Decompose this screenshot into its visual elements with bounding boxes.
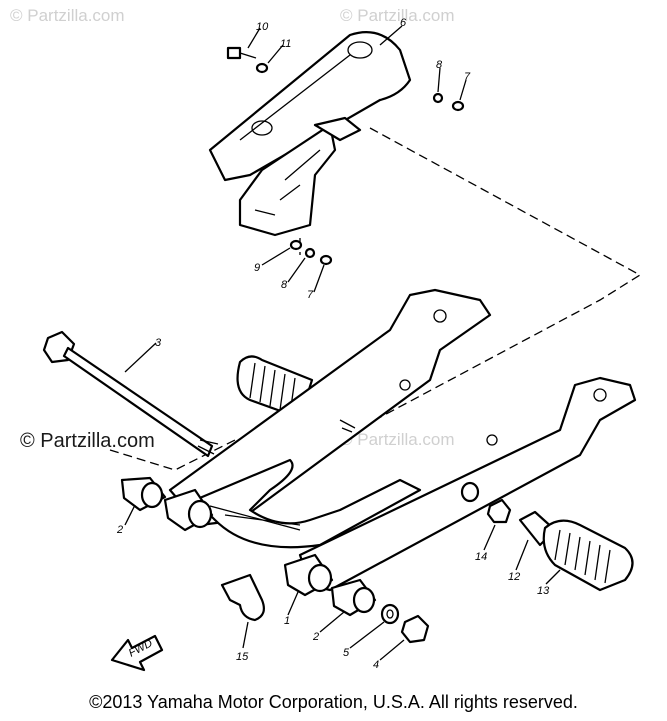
clip-15 xyxy=(220,573,265,622)
callout-1: 1 xyxy=(284,615,290,627)
pivot-shaft-3 xyxy=(42,330,219,458)
nut-4 xyxy=(400,614,430,644)
leader-lines xyxy=(124,25,561,661)
washer-5 xyxy=(380,603,400,625)
bushing-2-upper xyxy=(120,476,167,512)
bushing-2-lower xyxy=(330,578,377,617)
footpeg-right xyxy=(518,510,634,592)
bushing-collar xyxy=(460,481,480,503)
callout-8: 8 xyxy=(436,59,443,71)
washer-5-hole xyxy=(386,609,394,619)
assembly-line xyxy=(109,439,236,471)
callout-7: 7 xyxy=(464,71,471,83)
washer-8 xyxy=(304,247,316,259)
nut-7 xyxy=(451,100,465,112)
callout-10: 10 xyxy=(256,21,269,33)
pivot-collar xyxy=(163,488,214,532)
callout-4: 4 xyxy=(373,659,379,671)
callout-13: 13 xyxy=(537,585,550,597)
bushing-1 xyxy=(283,553,334,597)
watermark: © Partzilla.com xyxy=(10,6,125,25)
callout-3: 3 xyxy=(155,337,162,349)
callout-2-lower: 2 xyxy=(312,631,319,643)
callout-2-upper: 2 xyxy=(116,524,123,536)
callout-15: 15 xyxy=(236,651,249,663)
callout-9: 9 xyxy=(254,262,260,274)
callout-11: 11 xyxy=(280,38,291,50)
assembly-line xyxy=(299,127,642,461)
partzilla-brand: © Partzilla.com xyxy=(20,430,155,452)
swingarm xyxy=(168,288,637,592)
callout-5: 5 xyxy=(343,647,350,659)
callout-8-lower: 8 xyxy=(281,279,288,291)
nut-7 xyxy=(319,254,333,266)
rear-bracket xyxy=(208,31,412,237)
callout-6: 6 xyxy=(400,17,407,29)
callout-12: 12 xyxy=(508,571,520,583)
watermark: © Partzilla.com xyxy=(340,6,455,25)
fwd-arrow: FWD xyxy=(110,634,164,672)
washer-11 xyxy=(255,62,269,74)
bolt-10 xyxy=(226,46,257,60)
washer-9 xyxy=(289,239,303,251)
callout-14: 14 xyxy=(475,551,487,563)
nut-14 xyxy=(486,498,512,524)
watermark: © Partzilla.com xyxy=(340,430,455,449)
washer-8 xyxy=(432,92,444,104)
callout-7-lower: 7 xyxy=(307,289,314,301)
copyright-notice: ©2013 Yamaha Motor Corporation, U.S.A. A… xyxy=(89,692,578,712)
